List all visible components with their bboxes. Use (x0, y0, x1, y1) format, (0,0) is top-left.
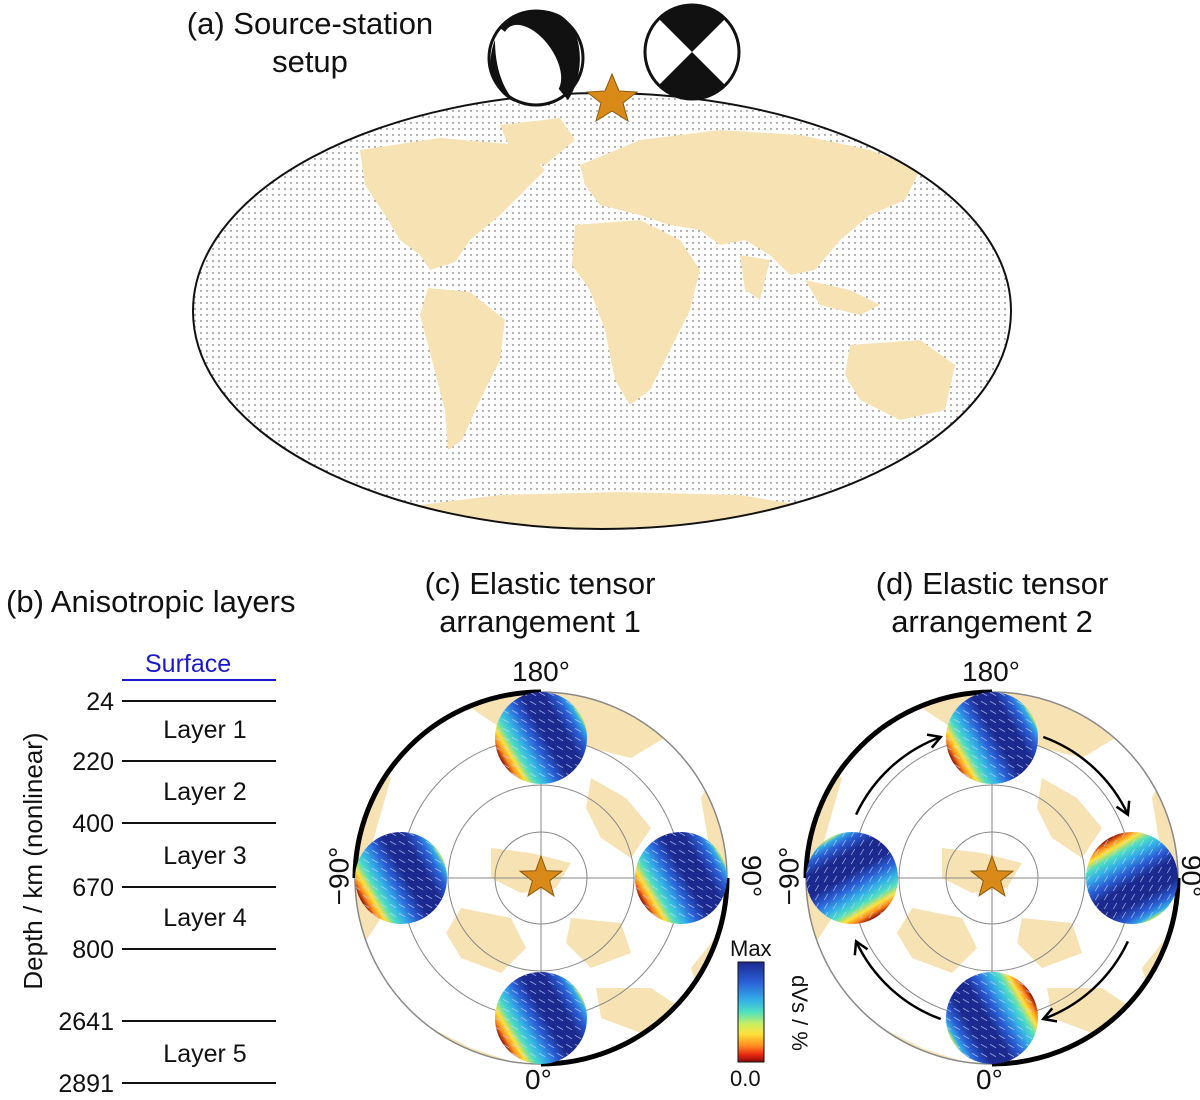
source-star-icon (969, 854, 1015, 897)
d-label-0: 0° (976, 1064, 1003, 1095)
panel-c-title-line2: arrangement 1 (439, 604, 641, 639)
surface-label: Surface (145, 650, 232, 678)
layer-2-label: Layer 2 (163, 778, 247, 806)
south-america (420, 288, 505, 450)
polar-arc-thick (540, 877, 730, 1067)
rotation-arrows (853, 733, 1131, 1023)
panel-d-title-line1: (d) Elastic tensor (875, 566, 1109, 601)
arrowhead-icon (853, 939, 869, 956)
arrowhead-icon (1115, 800, 1131, 817)
polar-arc-thick (991, 877, 1181, 1067)
layer-1-label: Layer 1 (163, 716, 247, 744)
colorbar (737, 961, 765, 1063)
beachball-strike-slip (643, 3, 741, 101)
panel-a-title-line2: setup (272, 44, 348, 79)
depth-670: 670 (72, 874, 114, 902)
depth-220: 220 (72, 748, 114, 776)
depth-2891: 2891 (58, 1070, 114, 1098)
arrowhead-icon (1040, 1007, 1058, 1023)
panel-b-title: (b) Anisotropic layers (6, 584, 296, 619)
colorbar-min-label: 0.0 (730, 1066, 761, 1091)
source-star-icon (518, 854, 564, 897)
anisotropy-disc (946, 972, 1038, 1064)
north-america (360, 138, 545, 270)
polar-arc-thick (803, 689, 993, 879)
clockwise-arrow (1042, 940, 1130, 1021)
anisotropy-disc (495, 692, 587, 784)
d-label-90: 90° (1176, 854, 1200, 898)
polar-plot-arrangement-1 (352, 689, 730, 1067)
layer-4-label: Layer 4 (163, 904, 247, 932)
layer-3-label: Layer 3 (163, 842, 247, 870)
clockwise-arrow (1042, 735, 1130, 816)
panel-c-title-line1: (c) Elastic tensor (424, 566, 656, 601)
c-label-180: 180° (512, 656, 570, 687)
layer-lines (122, 679, 276, 1084)
panel-a-title-line1: (a) Source-station (186, 6, 434, 41)
panel-d-title-line2: arrangement 2 (891, 604, 1093, 639)
c-label-90: 90° (736, 854, 768, 898)
australia (845, 340, 955, 420)
d-label-minus90: −90° (773, 846, 805, 906)
africa (572, 220, 700, 405)
greenland (500, 118, 575, 165)
layer-5-label: Layer 5 (163, 1040, 247, 1068)
depth-400: 400 (72, 810, 114, 838)
polar-plot-arrangement-2 (803, 689, 1181, 1067)
clockwise-arrow (854, 940, 942, 1021)
depth-2641: 2641 (58, 1008, 114, 1036)
india (740, 255, 770, 300)
clockwise-arrow (854, 735, 942, 816)
depth-24: 24 (86, 688, 114, 716)
polar-arc-thick (352, 689, 542, 879)
eurasia (580, 130, 920, 275)
source-star-icon (585, 72, 639, 123)
indonesia (805, 280, 880, 315)
arrowhead-icon (926, 733, 944, 749)
c-label-0: 0° (525, 1064, 552, 1095)
depth-800: 800 (72, 936, 114, 964)
beachball-oblique (487, 9, 585, 107)
world-map-mollweide (192, 3, 1012, 530)
d-label-180: 180° (962, 656, 1020, 687)
colorbar-max-label: Max (730, 936, 772, 961)
continents (360, 118, 955, 529)
c-label-minus90: −90° (323, 846, 355, 906)
